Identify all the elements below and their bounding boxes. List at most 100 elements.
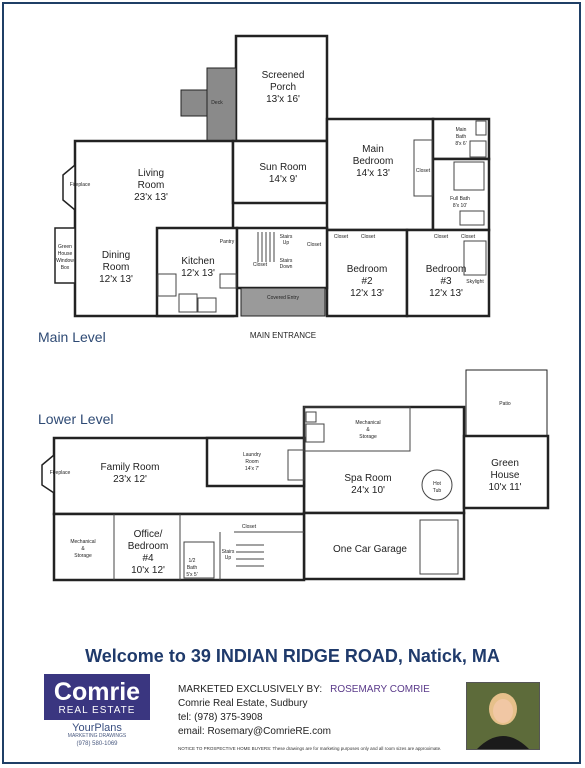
closet-label-3: Closet <box>253 262 268 268</box>
closet-label-7: Closet <box>461 234 476 240</box>
spa-room-label: Spa Room <box>344 473 391 484</box>
sun-room-label: Sun Room <box>259 162 306 173</box>
mechanical-storage-label-3: Storage <box>359 434 377 440</box>
main-bath-size: 8'x 6' <box>455 141 466 147</box>
main-level-plan <box>54 34 491 318</box>
office-label: Office/ <box>134 529 163 540</box>
agent-name: ROSEMARY COMRIE <box>330 684 430 695</box>
logo-line2: REAL ESTATE <box>58 705 136 716</box>
contact-block: MARKETED EXCLUSIVELY BY:ROSEMARY COMRIE … <box>178 683 430 739</box>
half-bath-label: 1/2 <box>189 558 196 564</box>
spa-room-size: 24'x 10' <box>351 485 385 496</box>
bedroom2-size: 12'x 13' <box>350 288 384 299</box>
floor-plan: Screened Porch 13'x 16' Deck Living Room… <box>38 34 550 582</box>
lower-room-labels: Patio Mechanical & Storage Family Room 2… <box>50 401 522 578</box>
family-room-label: Family Room <box>101 462 160 473</box>
office-label-3: #4 <box>142 553 154 564</box>
closet-label: Closet <box>416 168 431 174</box>
yourplans-phone: (978) 580-1069 <box>76 741 118 747</box>
closet-label-5: Closet <box>361 234 376 240</box>
closet-label-4: Closet <box>334 234 349 240</box>
lower-closet-label: Closet <box>242 524 257 530</box>
mechanical-storage-label-2: & <box>366 427 370 433</box>
stairs-down-label: Stairs <box>280 258 293 264</box>
office-size: 10'x 12' <box>131 565 165 576</box>
main-level-heading: Main Level <box>38 329 106 345</box>
main-bath-label: Main <box>456 127 467 133</box>
sun-room-size: 14'x 9' <box>269 174 297 185</box>
kitchen-label: Kitchen <box>181 256 214 267</box>
lower-fireplace-label: Fireplace <box>50 470 71 476</box>
family-room-size: 23'x 12' <box>113 474 147 485</box>
stairs-up-label-2: Up <box>283 240 290 246</box>
greenhouse-box-label-3: Window <box>56 258 74 264</box>
greenhouse-box-label: Green <box>58 244 72 250</box>
closet-label-2: Closet <box>307 242 322 248</box>
patio-label: Patio <box>499 401 511 407</box>
fireplace-label: Fireplace <box>70 182 91 188</box>
agent-portrait-graphic <box>467 683 539 749</box>
main-room-labels: Screened Porch 13'x 16' Deck Living Room… <box>56 70 484 301</box>
main-entrance-label: MAIN ENTRANCE <box>250 331 316 340</box>
bedroom2-label: Bedroom <box>347 264 388 275</box>
dining-room-label-2: Room <box>103 262 130 273</box>
green-house-label-2: House <box>491 470 520 481</box>
stairs-up-label: Stairs <box>280 234 293 240</box>
half-bath-size: 5'x 5' <box>186 572 197 578</box>
dining-room-size: 12'x 13' <box>99 274 133 285</box>
green-house-size: 10'x 11' <box>488 482 521 493</box>
full-bath-size: 8'x 10' <box>453 203 467 209</box>
screened-porch-label: Screened <box>262 70 305 81</box>
main-bedroom-label: Main <box>362 144 384 155</box>
lower-mechanical-label-2: & <box>81 546 85 552</box>
bedroom3-label-2: #3 <box>440 276 452 287</box>
dining-room-label: Dining <box>102 250 130 261</box>
hot-tub-label: Hot <box>433 481 441 487</box>
bedroom2-label-2: #2 <box>361 276 373 287</box>
yourplans-tag: MARKETING DRAWINGS <box>67 733 127 739</box>
living-room-size: 23'x 13' <box>134 192 168 203</box>
full-bath-label: Full Bath <box>450 196 470 202</box>
yourplans-name: YourPlans <box>72 722 122 734</box>
email-line[interactable]: email: Rosemary@ComrieRE.com <box>178 726 331 737</box>
living-room-label-2: Room <box>138 180 165 191</box>
skylight-label: Skylight <box>466 279 484 285</box>
living-room-label: Living <box>138 168 164 179</box>
screened-porch-label-2: Porch <box>270 82 296 93</box>
deck-label: Deck <box>211 100 223 106</box>
laundry-room-label-2: Room <box>245 459 258 465</box>
laundry-room-label: Laundry <box>243 452 262 458</box>
property-title: Welcome to 39 INDIAN RIDGE ROAD, Natick,… <box>85 646 500 666</box>
logo-line1: Comrie <box>53 678 141 706</box>
mechanical-storage-label: Mechanical <box>355 420 380 426</box>
comrie-logo: Comrie REAL ESTATE <box>44 674 150 720</box>
screened-porch-size: 13'x 16' <box>266 94 300 105</box>
main-bath-label-2: Bath <box>456 134 467 140</box>
lower-level-plan <box>41 369 550 582</box>
lower-level-heading: Lower Level <box>38 411 114 427</box>
kitchen-size: 12'x 13' <box>181 268 215 279</box>
office-label-2: Bedroom <box>128 541 169 552</box>
garage-label: One Car Garage <box>333 544 407 555</box>
buyer-notice: NOTICE TO PROSPECTIVE HOME BUYERS: These… <box>178 746 442 751</box>
closet-label-6: Closet <box>434 234 449 240</box>
pantry-label: Pantry <box>220 239 235 245</box>
covered-entry-label: Covered Entry <box>267 295 299 301</box>
marketed-by-label: MARKETED EXCLUSIVELY BY: <box>178 684 323 695</box>
agent-photo <box>466 682 540 750</box>
main-bedroom-size: 14'x 13' <box>356 168 390 179</box>
stairs-down-label-2: Down <box>280 264 293 270</box>
laundry-room-size: 14'x 7' <box>245 466 259 472</box>
bedroom3-label: Bedroom <box>426 264 467 275</box>
greenhouse-box-label-4: Box <box>61 265 70 271</box>
lower-stairs-label: Stairs <box>222 549 235 555</box>
phone-line: tel: (978) 375-3908 <box>178 712 263 723</box>
main-bedroom-label-2: Bedroom <box>353 156 394 167</box>
hot-tub-label-2: Tub <box>433 488 442 494</box>
yourplans-logo: YourPlans MARKETING DRAWINGS (978) 580-1… <box>57 722 137 748</box>
greenhouse-box-label-2: House <box>58 251 73 257</box>
lower-stairs-label-2: Up <box>225 555 232 561</box>
half-bath-label-2: Bath <box>187 565 198 571</box>
lower-mechanical-label: Mechanical <box>70 539 95 545</box>
